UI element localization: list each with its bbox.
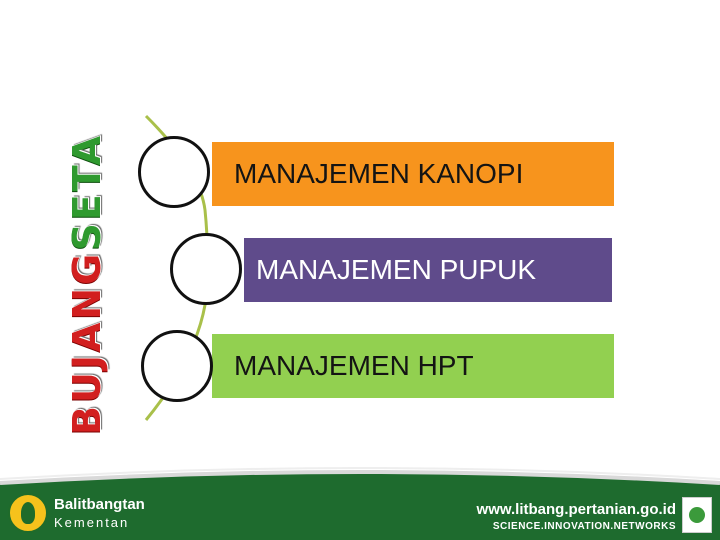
balitbangtan-logo-icon bbox=[8, 493, 48, 533]
footer-wave-shape bbox=[0, 467, 720, 540]
list-bullet-circle bbox=[170, 233, 242, 305]
list-item-kanopi: MANAJEMEN KANOPI bbox=[212, 142, 614, 206]
list-item-label: MANAJEMEN PUPUK bbox=[256, 254, 537, 285]
list-item-hpt: MANAJEMEN HPT bbox=[212, 334, 614, 398]
org-subtitle: Kementan bbox=[54, 515, 130, 530]
footer-banner: Balitbangtan Kementan www.litbang.pertan… bbox=[0, 455, 720, 540]
website-link[interactable]: www.litbang.pertanian.go.id bbox=[476, 501, 676, 518]
tagline: SCIENCE.INNOVATION.NETWORKS bbox=[492, 521, 676, 532]
org-name: Balitbangtan bbox=[54, 496, 145, 513]
list-item-pupuk: MANAJEMEN PUPUK bbox=[244, 238, 612, 302]
list-item-label: MANAJEMEN HPT bbox=[234, 350, 474, 381]
list-item-label: MANAJEMEN KANOPI bbox=[234, 158, 524, 189]
agro-inovasi-badge-icon bbox=[682, 497, 712, 533]
list-bullet-circle bbox=[138, 136, 210, 208]
list-bullet-circle bbox=[141, 330, 213, 402]
